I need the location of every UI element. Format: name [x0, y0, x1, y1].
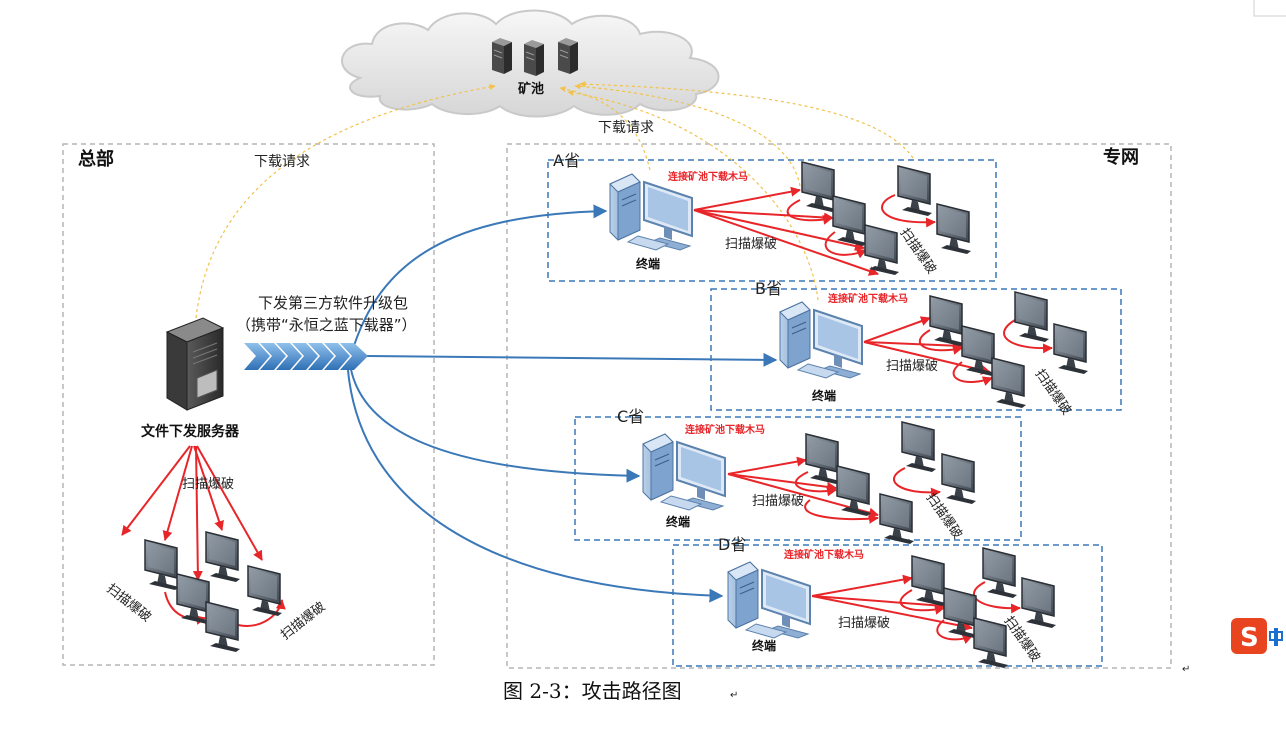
province-name: B省: [755, 279, 782, 298]
paragraph-mark: ↵: [730, 690, 738, 701]
distribution-links: [347, 204, 778, 603]
monitor-icon: [1053, 323, 1089, 375]
monitor-icon: [943, 587, 979, 639]
trojan-label: 连接矿池下载木马: [668, 170, 748, 183]
hq-scan-center-label: 扫描爆破: [182, 477, 234, 492]
pool-server-icon: [491, 37, 513, 75]
monitor-icon: [973, 617, 1009, 669]
distribution-line2: （携带“永恒之蓝下载器”）: [236, 316, 417, 334]
monitor-icon: [936, 203, 972, 255]
province-a: A省 连接矿池下载木马 终端 扫描爆破 扫描爆破: [553, 151, 972, 277]
monitor-icon: [879, 493, 915, 545]
terminal-label: 终端: [666, 514, 690, 529]
monitor-icon: [911, 555, 947, 607]
terminal-icon: [609, 173, 693, 251]
trojan-label: 连接矿池下载木马: [828, 292, 908, 305]
file-server-label: 文件下发服务器: [141, 423, 240, 440]
scan-label: 扫描爆破: [838, 616, 890, 631]
monitor-icon: [897, 165, 933, 217]
scan-label-rotated: 扫描爆破: [897, 226, 939, 277]
mining-pool-cloud: 矿池: [341, 9, 720, 118]
network-download-request-label: 下载请求: [598, 120, 654, 136]
province-name: D省: [718, 535, 746, 554]
corner-box: [1253, 0, 1286, 17]
trojan-label: 连接矿池下载木马: [784, 548, 864, 561]
pool-server-icon: [523, 39, 545, 77]
hq-monitor-icon: [205, 601, 241, 653]
terminal-label: 终端: [636, 256, 660, 271]
province-name: A省: [553, 151, 580, 170]
province-b-box: [710, 288, 1122, 411]
terminal-label: 终端: [812, 388, 836, 403]
hq-download-request-label: 下载请求: [254, 154, 310, 170]
province-c: C省 连接矿池下载木马 终端 扫描爆破 扫描爆破: [617, 407, 977, 545]
pool-server-icon: [557, 37, 579, 75]
monitor-icon: [805, 433, 841, 485]
paragraph-mark: ↵: [1182, 664, 1190, 675]
province-name: C省: [617, 407, 644, 426]
terminal-label: 终端: [752, 638, 776, 653]
province-d: D省 连接矿池下载木马 终端 扫描爆破 扫描爆破: [718, 535, 1057, 669]
scan-label: 扫描爆破: [886, 359, 938, 374]
monitor-icon: [982, 547, 1018, 599]
scan-label: 扫描爆破: [725, 237, 777, 252]
monitor-icon: [832, 195, 868, 247]
hq-monitor-icon: [247, 565, 283, 617]
monitor-icon: [929, 295, 965, 347]
monitor-icon: [864, 224, 900, 276]
terminal-icon: [779, 301, 863, 379]
trojan-label: 连接矿池下载木马: [685, 423, 765, 436]
province-b: B省 连接矿池下载木马 终端 扫描爆破 扫描爆破: [755, 279, 1089, 418]
private-network-title: 专网: [1103, 146, 1139, 168]
hq-monitor-icon: [144, 539, 180, 591]
upgrade-package-arrow: [244, 343, 368, 370]
monitor-icon: [801, 161, 837, 213]
hq-scan-right-label: 扫描爆破: [278, 599, 328, 643]
monitor-icon: [836, 465, 872, 517]
province-d-box: [672, 544, 1103, 667]
monitor-icon: [961, 325, 997, 377]
download-request-links: [195, 81, 914, 319]
svg-text:S: S: [1240, 623, 1259, 653]
headquarters-box: [62, 143, 435, 666]
province-c-box: [574, 416, 1022, 541]
monitor-icon: [1014, 291, 1050, 343]
monitor-icon: [1021, 577, 1057, 629]
input-method-badge[interactable]: S: [1231, 618, 1286, 654]
terminal-icon: [642, 433, 726, 511]
hq-scan-left-label: 扫描爆破: [104, 581, 154, 625]
monitor-icon: [901, 421, 937, 473]
cloud-label: 矿池: [518, 81, 544, 97]
monitor-icon: [941, 453, 977, 505]
province-a-box: [547, 159, 997, 282]
headquarters-title: 总部: [78, 148, 114, 170]
hq-monitor-icon: [205, 531, 241, 583]
figure-caption: 图 2-3：攻击路径图: [503, 679, 682, 703]
file-server-icon: [166, 317, 224, 411]
distribution-line1: 下发第三方软件升级包: [258, 294, 408, 312]
terminal-icon: [727, 561, 811, 639]
monitor-icon: [991, 357, 1027, 409]
scan-label: 扫描爆破: [752, 494, 804, 509]
